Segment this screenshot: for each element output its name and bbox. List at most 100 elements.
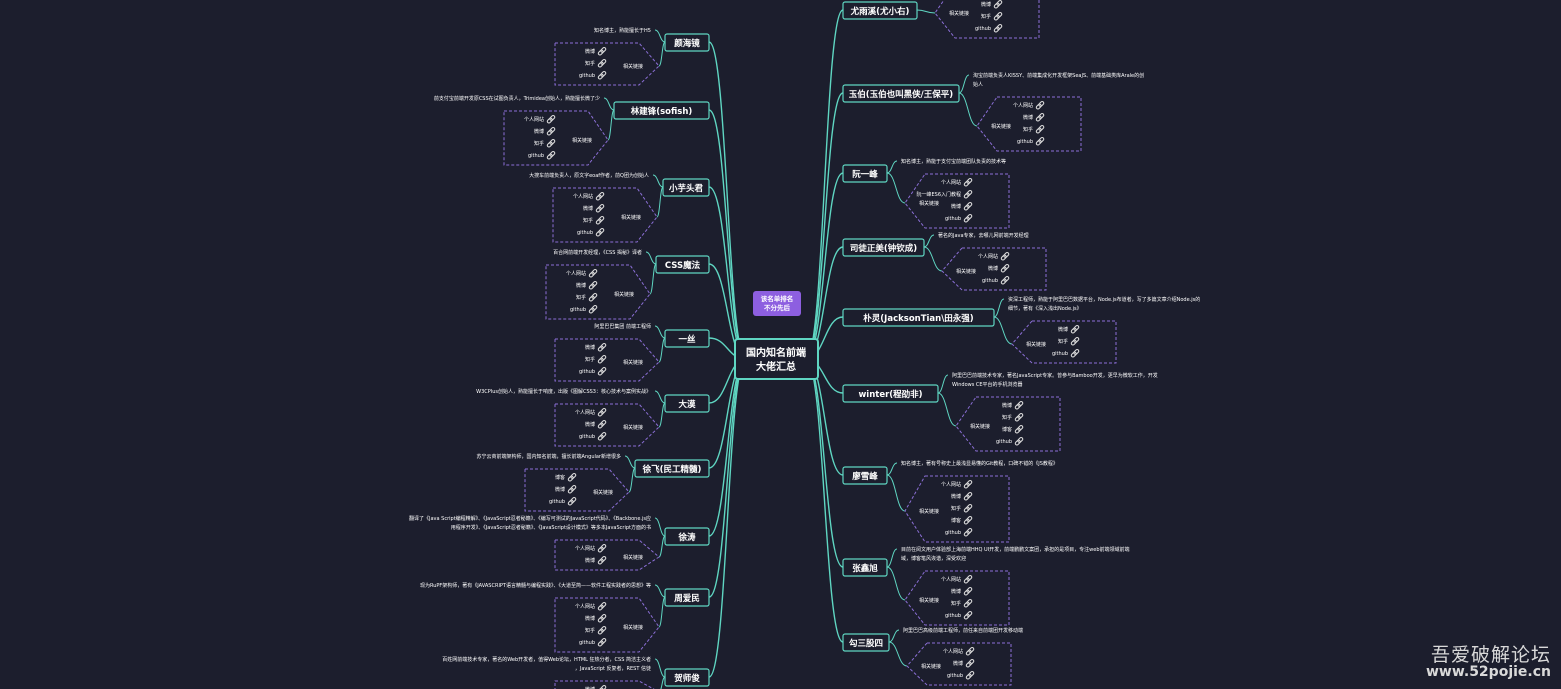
external-link[interactable]: 微博	[555, 485, 577, 494]
external-link[interactable]: github	[549, 497, 577, 506]
external-link[interactable]: 个人网站	[575, 544, 607, 553]
external-link[interactable]: 个人网站	[941, 178, 973, 187]
link-icon	[597, 626, 607, 635]
central-topic[interactable]: 国内知名前端 大佬汇总	[734, 338, 819, 380]
topic-nodes: 颜海镜知名博主，熟能擅长于H5相关链接微博知乎github林建锋(sofish)…	[409, 0, 1200, 689]
external-link[interactable]: 知乎	[1023, 125, 1045, 134]
external-link-label: 阮一峰ES6入门教程	[916, 191, 961, 198]
topic-node-left-5[interactable]: 大漠W3CPlus创始人，熟能擅长于响度，出版《图解CSS3：核心技术与案例实战…	[476, 388, 710, 447]
external-link[interactable]: 知乎	[951, 504, 973, 513]
external-link[interactable]: 微博	[951, 492, 973, 501]
external-link[interactable]: 微博	[576, 281, 598, 290]
external-link-label: 微博	[981, 1, 991, 8]
node-description: 域，博客笔风诙谐，深受欢迎	[901, 555, 966, 562]
external-link[interactable]: 个人网站	[575, 408, 607, 417]
external-link[interactable]: 个人网站	[1013, 101, 1045, 110]
external-link[interactable]: github	[982, 276, 1010, 285]
external-link[interactable]: 微博	[953, 659, 975, 668]
external-link[interactable]: 微博	[585, 343, 607, 352]
external-link[interactable]: github	[528, 151, 556, 160]
external-link[interactable]: github	[577, 228, 605, 237]
external-link[interactable]: 博客	[951, 516, 973, 525]
external-link[interactable]: 阮一峰ES6入门教程	[916, 190, 973, 199]
external-link[interactable]: 个人网站	[943, 647, 975, 656]
link-icon	[597, 355, 607, 364]
external-link[interactable]: 微博	[1023, 113, 1045, 122]
external-link[interactable]: github	[996, 437, 1024, 446]
external-link[interactable]: github	[945, 611, 973, 620]
external-link[interactable]: 博客	[1002, 425, 1024, 434]
external-link[interactable]: 个人网站	[524, 115, 556, 124]
external-link[interactable]: 微博	[951, 587, 973, 596]
external-link[interactable]: github	[945, 528, 973, 537]
external-link[interactable]: github	[975, 24, 1003, 33]
external-link[interactable]: 微博	[981, 0, 1003, 9]
external-link[interactable]: github	[1017, 137, 1045, 146]
external-link[interactable]: 知乎	[585, 59, 607, 68]
external-link[interactable]: 微博	[988, 264, 1010, 273]
external-link[interactable]: 微博	[585, 47, 607, 56]
external-link-label: 微博	[953, 660, 963, 667]
ranking-note[interactable]: 该名单排名 不分先后	[753, 291, 801, 316]
external-link[interactable]: 知乎	[585, 355, 607, 364]
topic-node-label: 朴灵(JacksonTian\田永强)	[863, 313, 974, 324]
external-link[interactable]: 个人网站	[575, 602, 607, 611]
external-link[interactable]: 微博	[585, 420, 607, 429]
external-link[interactable]: 知乎	[1002, 413, 1024, 422]
topic-node-right-6[interactable]: 廖雪峰知名博主，著有号称史上最浅显易懂的Git教程，口碑不错的《JS教程》相关链…	[842, 460, 1058, 543]
external-link[interactable]: github	[947, 671, 975, 680]
external-link[interactable]: 知乎	[576, 293, 598, 302]
external-link[interactable]: 知乎	[585, 626, 607, 635]
external-link[interactable]: 微博	[1002, 401, 1024, 410]
external-link[interactable]: github	[579, 638, 607, 647]
topic-node-right-4[interactable]: 朴灵(JacksonTian\田永强)资深工程师，熟能于阿里巴巴数据平台，Nod…	[842, 296, 1200, 364]
topic-node-left-2[interactable]: 小芋头君大搜车前端负责人，原文字eoaf作者，前Q团为创始人相关链接个人网站微博…	[529, 172, 710, 243]
topic-node-right-3[interactable]: 司徒正美(钟钦成)著名的Java专家，去哪儿网前端开发经理相关链接个人网站微博g…	[842, 232, 1047, 291]
external-link[interactable]: 知乎	[951, 599, 973, 608]
topic-node-right-8[interactable]: 勾三股四阿里巴巴高级前端工程师，前任来自前端团开发移动端相关链接个人网站微博gi…	[842, 627, 1023, 686]
external-link[interactable]: 个人网站	[941, 480, 973, 489]
topic-node-left-8[interactable]: 周爱民现为RuPF架构师，著有《JAVASCRIPT语言精髓与编程实践》、《大道…	[420, 582, 710, 653]
external-link[interactable]: github	[579, 367, 607, 376]
topic-node-left-1[interactable]: 林建锋(sofish)前支付宝前端开发原CSS在试图负责人，Trimidea创始…	[434, 95, 710, 166]
links-group-frame	[503, 110, 609, 166]
external-link[interactable]: 知乎	[981, 12, 1003, 21]
external-link[interactable]: 博客	[555, 473, 577, 482]
external-link[interactable]: 微博	[585, 556, 607, 565]
external-link[interactable]: 微博	[534, 127, 556, 136]
topic-node-label: 玉伯(玉伯也叫黑侠/王保平)	[849, 89, 953, 100]
external-link[interactable]: 个人网站	[573, 192, 605, 201]
external-link[interactable]: github	[570, 305, 598, 314]
external-link[interactable]: github	[945, 214, 973, 223]
link-icon	[597, 59, 607, 68]
external-link[interactable]: 个人网站	[566, 269, 598, 278]
topic-node-right-5[interactable]: winter(程劭非)阿里巴巴前端技术专家，著名JavaScript专家。曾参与…	[842, 372, 1158, 452]
external-link[interactable]: 知乎	[534, 139, 556, 148]
topic-node-right-1[interactable]: 玉伯(玉伯也叫黑侠/王保平)淘宝前端负责人KISSY、前端集成化开发框架SeaJ…	[842, 72, 1144, 152]
external-link[interactable]: 微博	[585, 614, 607, 623]
external-link[interactable]: github	[579, 71, 607, 80]
link-icon	[993, 0, 1003, 9]
external-link[interactable]: github	[579, 432, 607, 441]
external-link[interactable]: 微博	[1058, 325, 1080, 334]
external-link[interactable]: 微博	[951, 202, 973, 211]
links-group-label: 相关链接	[621, 214, 641, 221]
external-link[interactable]: 微博	[583, 204, 605, 213]
external-link[interactable]: 微博	[585, 685, 607, 689]
topic-node-right-2[interactable]: 阮一峰知名博主，熟能于支付宝前端团队负责的技术等相关链接个人网站阮一峰ES6入门…	[842, 158, 1010, 229]
external-link[interactable]: 个人网站	[941, 575, 973, 584]
topic-node-left-6[interactable]: 徐飞(民工精髓)苏宁云商前端架构师，国内知名前端，擅长前端Angular新增很多…	[477, 453, 710, 512]
external-link[interactable]: 知乎	[583, 216, 605, 225]
external-link[interactable]: 知乎	[1058, 337, 1080, 346]
external-link[interactable]: github	[1052, 349, 1080, 358]
links-group-label: 相关链接	[919, 597, 939, 604]
external-link[interactable]: 个人网站	[978, 252, 1010, 261]
external-link-label: 博客	[555, 474, 565, 481]
